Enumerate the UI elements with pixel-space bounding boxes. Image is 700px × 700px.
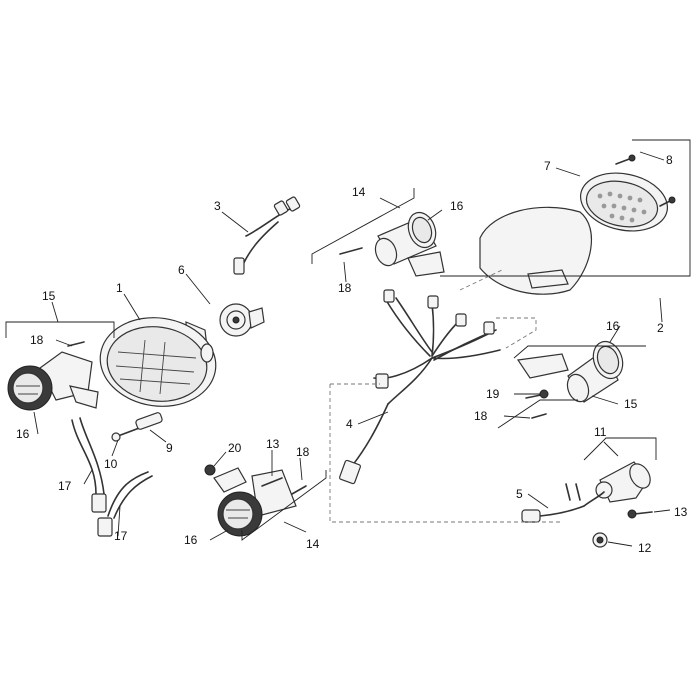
callout-18-right: 18 bbox=[474, 409, 488, 423]
callout-15-left: 15 bbox=[42, 289, 56, 303]
callout-10: 10 bbox=[104, 457, 118, 471]
wiring-harness bbox=[339, 289, 501, 485]
bulb-wire bbox=[233, 196, 301, 275]
callout-9: 9 bbox=[166, 441, 173, 455]
license-plate-light bbox=[521, 461, 653, 548]
callout-14-upper: 14 bbox=[352, 185, 366, 199]
callout-3: 3 bbox=[214, 199, 221, 213]
callout-13-plate-light: 13 bbox=[674, 505, 688, 519]
callout-8: 8 bbox=[666, 153, 673, 167]
callout-17-lower: 17 bbox=[114, 529, 128, 543]
dashed-guide-lines bbox=[329, 269, 560, 523]
callout-labels: 1 2 3 4 5 6 7 8 9 10 11 12 13 13 14 14 1… bbox=[16, 153, 688, 555]
callout-4: 4 bbox=[346, 417, 353, 431]
callout-16-lower: 16 bbox=[184, 533, 198, 547]
bulb-holder bbox=[219, 303, 265, 337]
callout-15-right: 15 bbox=[624, 397, 638, 411]
callout-5: 5 bbox=[516, 487, 523, 501]
callout-2: 2 bbox=[657, 321, 664, 335]
callout-16-upper: 16 bbox=[450, 199, 464, 213]
turn-signal-front-right bbox=[339, 211, 445, 277]
headlight-assembly bbox=[99, 317, 217, 407]
callout-1: 1 bbox=[116, 281, 123, 295]
callout-14-lower: 14 bbox=[306, 537, 320, 551]
turn-signal-rear-right bbox=[516, 340, 624, 419]
turn-signal-rear-left bbox=[204, 464, 307, 537]
callout-18-lower: 18 bbox=[296, 445, 310, 459]
callout-16-left: 16 bbox=[16, 427, 30, 441]
callout-18-upper: 18 bbox=[338, 281, 352, 295]
callout-12: 12 bbox=[638, 541, 652, 555]
callout-17-left: 17 bbox=[58, 479, 72, 493]
callout-13-turn-signal: 13 bbox=[266, 437, 280, 451]
tail-light-housing bbox=[479, 206, 593, 295]
tail-lens-screws bbox=[615, 154, 676, 207]
tail-lens bbox=[579, 172, 669, 232]
callout-19: 19 bbox=[486, 387, 500, 401]
callout-7: 7 bbox=[544, 159, 551, 173]
connecting-wires bbox=[71, 417, 153, 537]
turn-signal-front-left bbox=[7, 341, 99, 411]
bolt-and-spacer bbox=[111, 412, 163, 442]
leader-lines bbox=[33, 151, 671, 547]
callout-20: 20 bbox=[228, 441, 242, 455]
group-brackets bbox=[5, 139, 691, 541]
callout-18-left: 18 bbox=[30, 333, 44, 347]
callout-11: 11 bbox=[594, 425, 607, 439]
callout-16-right: 16 bbox=[606, 319, 620, 333]
callout-6: 6 bbox=[178, 263, 185, 277]
